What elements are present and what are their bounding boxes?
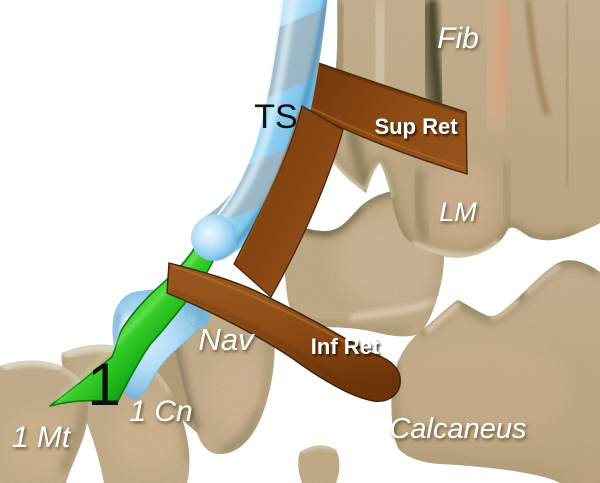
tube-end-cap [190, 214, 238, 262]
label-one-mt: 1 Mt [12, 421, 72, 454]
label-one-cn: 1 Cn [129, 395, 192, 428]
label-nav: Nav [198, 322, 255, 357]
bone-first-metatarsal [0, 360, 89, 483]
label-inf-ret: Inf Ret [311, 334, 380, 359]
inferior-retinaculum [166, 105, 401, 402]
label-ts: TS [254, 98, 297, 136]
bone-cuboid [298, 445, 340, 483]
labels-layer: TS Fib Sup Ret LM Nav Inf Ret 1 Cn 1 Mt … [12, 22, 527, 454]
label-fib: Fib [437, 22, 479, 55]
label-calcaneus: Calcaneus [389, 413, 526, 445]
label-arrow-number: 1 [87, 351, 120, 418]
inf-ret-band-shape [166, 262, 401, 402]
label-sup-ret: Sup Ret [374, 114, 458, 139]
label-lm: LM [439, 197, 477, 227]
